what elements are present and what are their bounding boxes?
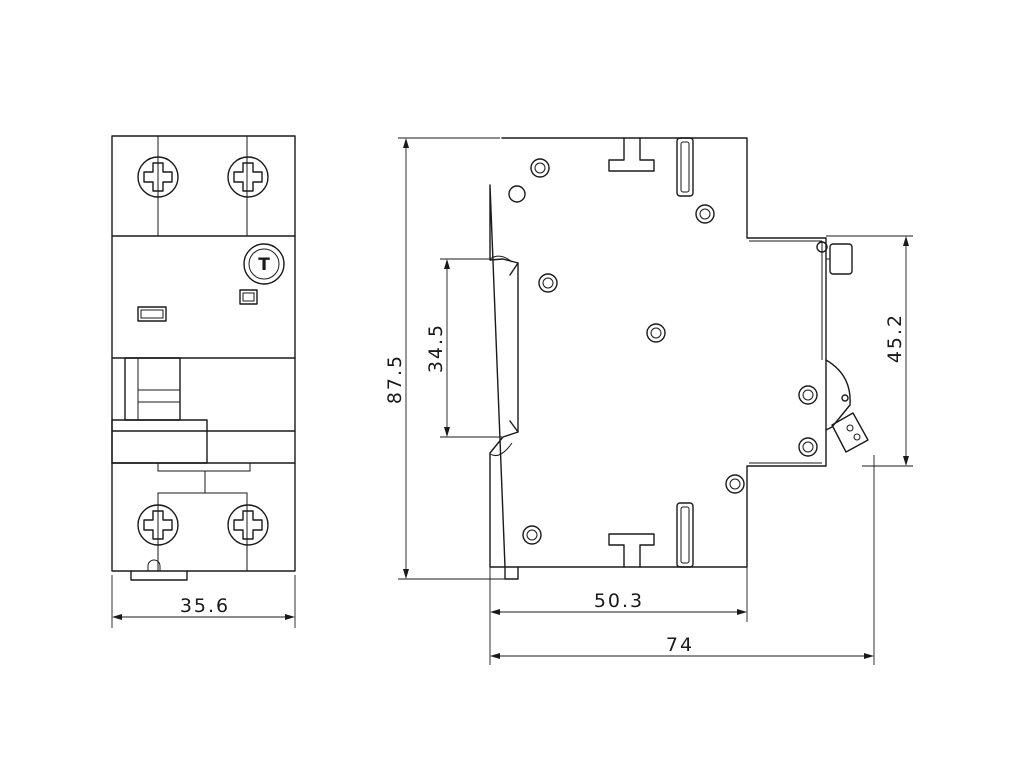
rivet-icon [538,273,558,293]
test-button-icon: T [243,243,285,285]
front-view: T 35. [111,135,296,628]
front-body-outline [111,135,296,572]
handle-arc [825,359,851,431]
dimension-height: 87.5 [384,354,406,404]
terminal-screw-icon [137,156,179,198]
side-view: 87.5 34.5 45.2 50.3 74 [384,137,913,665]
rivet-icon [695,204,715,224]
dimension-rail-slot: 34.5 [425,323,447,373]
toggle-lever [124,357,181,421]
dimension-front-height: 45.2 [884,313,906,363]
rivet-icon [522,525,542,545]
bottom-clip [608,533,655,568]
test-button-side [829,243,853,275]
bottom-slot [676,502,694,568]
dimension-body-depth: 50.3 [594,590,644,612]
terminal-screw-icon [227,504,269,546]
top-clip [608,137,655,172]
dimension-total-depth: 74 [666,634,694,656]
dimension-front-width: 35.6 [180,595,230,617]
top-slot [676,137,694,197]
rivet-icon [798,437,818,457]
rivet-icon [798,385,818,405]
side-body-outline [489,137,827,580]
rivet-icon [530,158,550,178]
terminal-screw-icon [137,504,179,546]
indicator-window [137,306,167,322]
test-button-mark: T [258,255,270,275]
rivet-icon [646,323,666,343]
rivet-icon [508,185,526,203]
indicator-window [239,289,258,305]
rivet-icon [725,474,745,494]
din-clip [130,570,188,581]
terminal-screw-icon [227,156,269,198]
toggle-lever-side [831,412,869,453]
